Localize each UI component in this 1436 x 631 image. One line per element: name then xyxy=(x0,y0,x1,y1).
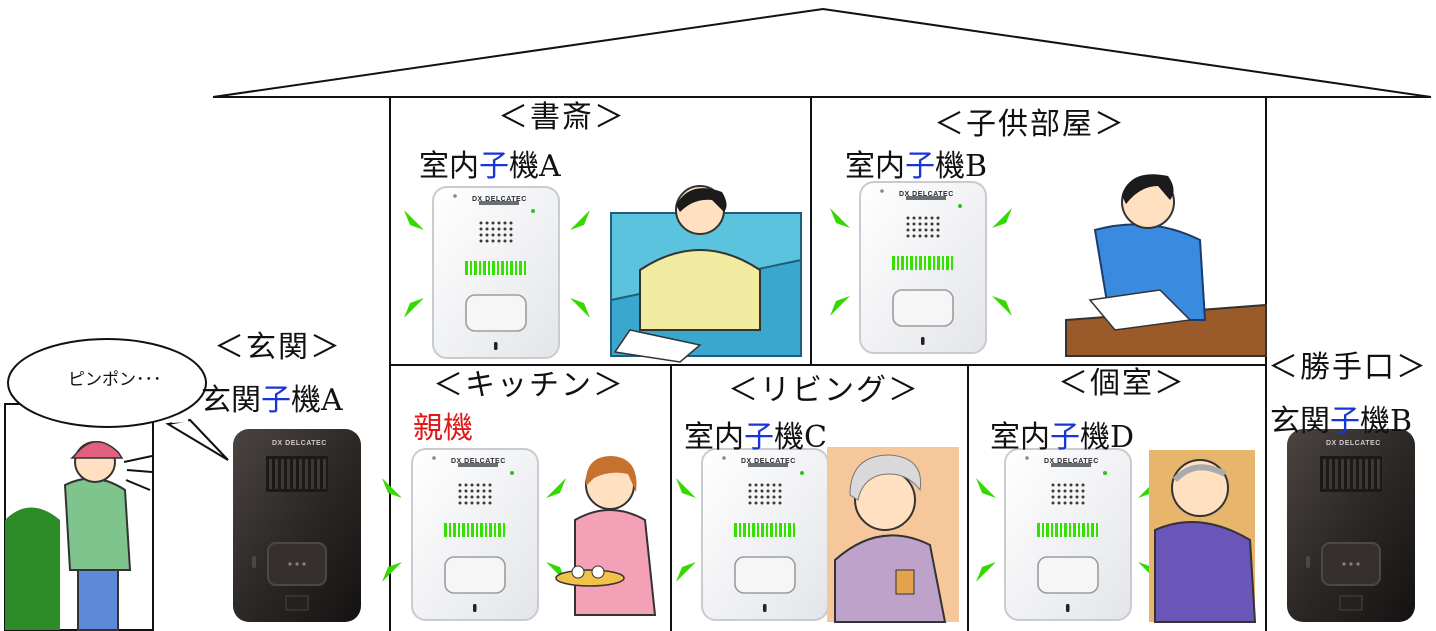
unit-label-door-a: 玄関子機A xyxy=(201,383,343,418)
device-brand: DX DELCATEC xyxy=(272,440,327,447)
intercom-indoor-icon xyxy=(411,448,539,621)
intercom-door-icon xyxy=(1286,428,1416,623)
device-brand: DX DELCATEC xyxy=(741,458,796,465)
speech-text: ピンポン･･･ xyxy=(68,370,162,390)
room-title-kitchen: ＜キッチン＞ xyxy=(433,368,625,403)
device-brand: DX DELCATEC xyxy=(1326,440,1381,447)
person-icon xyxy=(1149,450,1257,623)
room-title-entrance: ＜玄関＞ xyxy=(214,330,342,365)
unit-label-parent: 親機 xyxy=(413,411,473,446)
unit-label-indoor-a: 室内子機A xyxy=(419,149,561,184)
room-title-back-door: ＜勝手口＞ xyxy=(1268,350,1428,385)
person-icon xyxy=(555,456,657,616)
device-brand: DX DELCATEC xyxy=(1044,458,1099,465)
person-icon xyxy=(827,447,959,623)
unit-label-indoor-d: 室内子機D xyxy=(990,420,1135,455)
unit-label-indoor-b: 室内子機B xyxy=(845,149,988,184)
room-title-study: ＜書斎＞ xyxy=(498,100,626,135)
person-icon xyxy=(610,185,802,363)
intercom-indoor-icon xyxy=(859,181,987,354)
unit-label-indoor-c: 室内子機C xyxy=(684,420,827,455)
room-title-living: ＜リビング＞ xyxy=(728,373,920,408)
room-title-kids-room: ＜子供部屋＞ xyxy=(934,107,1126,142)
device-brand: DX DELCATEC xyxy=(472,196,527,203)
intercom-indoor-icon xyxy=(1004,448,1132,621)
intercom-indoor-icon xyxy=(432,186,560,359)
device-brand: DX DELCATEC xyxy=(451,458,506,465)
unit-label-door-b: 玄関子機B xyxy=(1270,404,1413,439)
intercom-door-icon xyxy=(232,428,362,623)
person-icon xyxy=(4,403,154,631)
speech-bubble-icon xyxy=(7,338,229,491)
house-roof-icon xyxy=(212,7,1432,98)
person-icon xyxy=(1065,174,1267,357)
intercom-indoor-icon xyxy=(701,448,829,621)
device-brand: DX DELCATEC xyxy=(899,191,954,198)
room-title-private-room: ＜個室＞ xyxy=(1058,366,1186,401)
floor-plan-lines xyxy=(389,96,1267,631)
